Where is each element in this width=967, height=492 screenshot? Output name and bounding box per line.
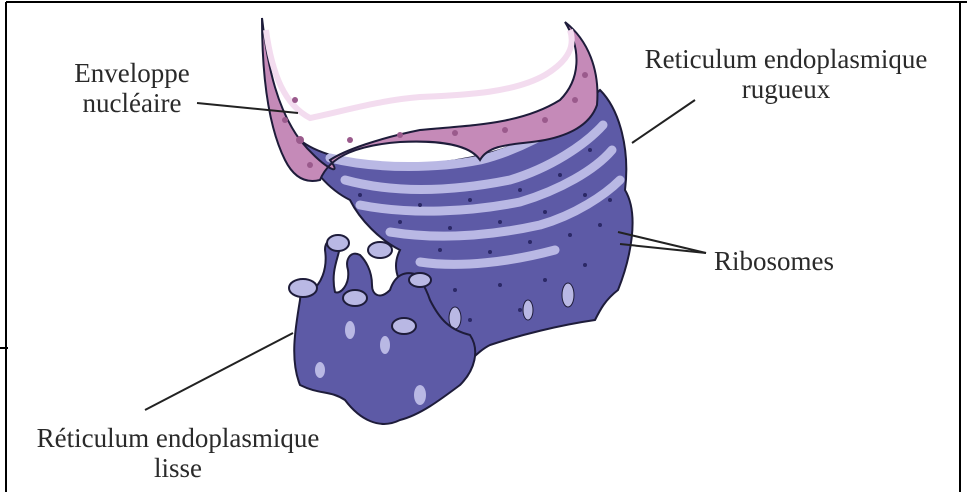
label-nuclear-envelope-line1: Enveloppe [58,58,206,88]
smooth-er-opening [414,385,426,405]
label-rough-er: Reticulum endoplasmique rugueux [618,44,954,104]
label-ribosomes: Ribosomes [714,246,834,276]
smooth-er-tubule-head [368,242,392,258]
smooth-er-tubule-head [409,273,431,287]
nuclear-envelope-inner [266,30,572,118]
smooth-er-opening [315,362,325,378]
label-rough-er-line1: Reticulum endoplasmique [618,44,954,74]
label-rough-er-line2: rugueux [618,74,954,104]
smooth-er-tubule-head [327,235,349,251]
label-nuclear-envelope: Enveloppe nucléaire [58,58,206,118]
label-smooth-er-line2: lisse [10,453,346,483]
label-smooth-er: Réticulum endoplasmique lisse [10,423,346,483]
smooth-er-opening [345,321,355,339]
smooth-er-tubule-head [392,318,416,334]
leader-smooth-er [145,333,293,410]
label-smooth-er-line1: Réticulum endoplasmique [10,423,346,453]
leader-rough-er [632,100,695,143]
smooth-er-tubule-head [289,279,317,297]
smooth-er-tubule-head [343,290,367,306]
leader-ribosomes-2 [620,244,706,253]
rough-er-vesicle [523,300,533,320]
label-nuclear-envelope-line2: nucléaire [58,88,206,118]
smooth-er-opening [380,336,390,354]
rough-er-vesicle [562,283,574,307]
